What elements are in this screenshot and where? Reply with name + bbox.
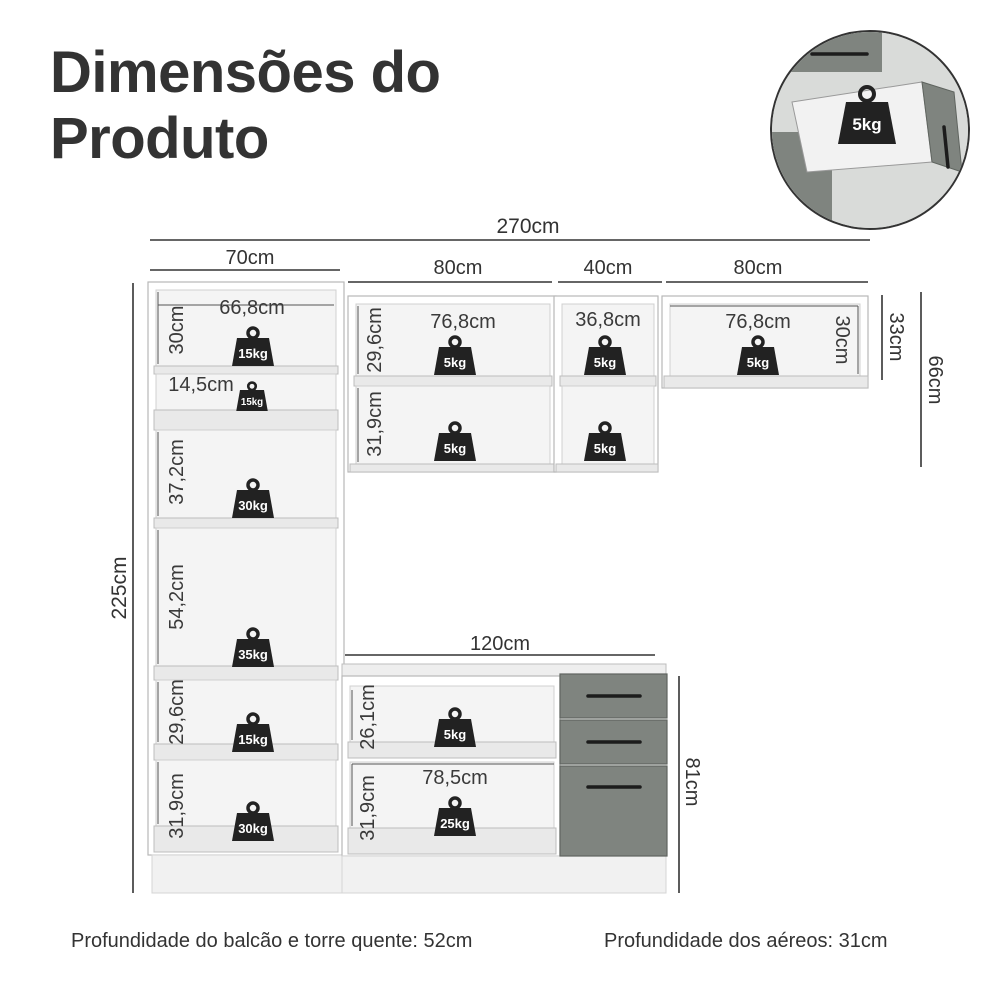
upper-c-inner-height-label: 30cm xyxy=(831,316,853,365)
counter-bottom-width-label: 78,5cm xyxy=(422,767,488,789)
counter-top-weight-label: 5kg xyxy=(444,727,466,742)
total-height-label: 225cm xyxy=(108,556,131,619)
drawer-3 xyxy=(559,765,668,857)
upper-c-width-label: 80cm xyxy=(734,257,783,279)
tower-shelf5-height-label: 29,6cm xyxy=(166,679,188,745)
upper-b-bottom-weight-icon: 5kg xyxy=(584,421,626,461)
counter-top-height-label: 26,1cm xyxy=(357,684,379,750)
upper-c-inner-width-label: 76,8cm xyxy=(725,311,791,333)
tower-shelf6-height-label: 31,9cm xyxy=(166,773,188,839)
upper-b-width-label: 40cm xyxy=(584,257,633,279)
counter-bottom-height-label: 31,9cm xyxy=(357,775,379,841)
tower-shelf2-height-label: 14,5cm xyxy=(168,374,234,396)
counter-bottom-weight-icon: 25kg xyxy=(434,796,476,836)
tower-shelf4-weight-icon: 35kg xyxy=(232,627,274,667)
counter-top-weight-icon: 5kg xyxy=(434,707,476,747)
counter-height-label: 81cm xyxy=(681,758,703,807)
total-width-label: 270cm xyxy=(496,215,559,238)
tower-shelf1-height-label: 30cm xyxy=(166,306,188,355)
page-title: Dimensões do Produto xyxy=(50,40,441,172)
inset-drawer-handle xyxy=(942,125,950,169)
upper-a-width-label: 80cm xyxy=(434,257,483,279)
upper-a-bottom-weight-icon: 5kg xyxy=(434,421,476,461)
upper-height-label: 66cm xyxy=(924,356,946,405)
tower-shelf4-height-label: 54,2cm xyxy=(166,564,188,630)
tower-shelf3-weight-icon: 30kg xyxy=(232,478,274,518)
inset-weight-label: 5kg xyxy=(852,115,881,134)
title-line-1: Dimensões do xyxy=(50,40,441,105)
tower-shelf4-weight-label: 35kg xyxy=(238,647,268,662)
upper-b-top-weight-label: 5kg xyxy=(594,355,616,370)
upper-c-weight-label: 5kg xyxy=(747,355,769,370)
tower-shelf1-weight-label: 15kg xyxy=(238,346,268,361)
upper-c-weight-icon: 5kg xyxy=(737,335,779,375)
tower-shelf1-width-label: 66,8cm xyxy=(219,297,285,319)
upper-depth-note: Profundidade dos aéreos: 31cm xyxy=(604,930,888,952)
upper-b-inner-width-label: 36,8cm xyxy=(575,309,641,331)
tower-shelf5-weight-label: 15kg xyxy=(238,732,268,747)
upper-a-top-weight-label: 5kg xyxy=(444,355,466,370)
upper-c-height-label: 33cm xyxy=(885,313,907,362)
counter-width-label: 120cm xyxy=(470,633,530,655)
upper-cabinet-a xyxy=(347,295,557,473)
counter-drawer-unit xyxy=(559,673,668,857)
upper-b-bottom-weight-label: 5kg xyxy=(594,441,616,456)
upper-a-bottom-weight-label: 5kg xyxy=(444,441,466,456)
tower-shelf3-weight-label: 30kg xyxy=(238,498,268,513)
tower-width-label: 70cm xyxy=(226,247,275,269)
upper-a-bottom-height-label: 31,9cm xyxy=(364,391,386,457)
upper-a-top-height-label: 29,6cm xyxy=(364,307,386,373)
title-line-2: Produto xyxy=(50,106,269,171)
tower-shelf2-weight-label: 15kg xyxy=(241,397,263,408)
upper-a-inner-width-label: 76,8cm xyxy=(430,311,496,333)
counter-bottom-weight-label: 25kg xyxy=(440,816,470,831)
tower-shelf3-height-label: 37,2cm xyxy=(166,439,188,505)
tower-shelf2-weight-icon: 15kg xyxy=(236,381,268,411)
upper-a-top-weight-icon: 5kg xyxy=(434,335,476,375)
tower-shelf6-weight-label: 30kg xyxy=(238,821,268,836)
tower-shelf1-weight-icon: 15kg xyxy=(232,326,274,366)
tower-shelf6-weight-icon: 30kg xyxy=(232,801,274,841)
upper-b-top-weight-icon: 5kg xyxy=(584,335,626,375)
inset-weight-icon: 5kg xyxy=(838,85,896,144)
upper-cabinet-c xyxy=(661,295,869,389)
counter-depth-note: Profundidade do balcão e torre quente: 5… xyxy=(71,930,473,952)
tower-shelf5-weight-icon: 15kg xyxy=(232,712,274,752)
